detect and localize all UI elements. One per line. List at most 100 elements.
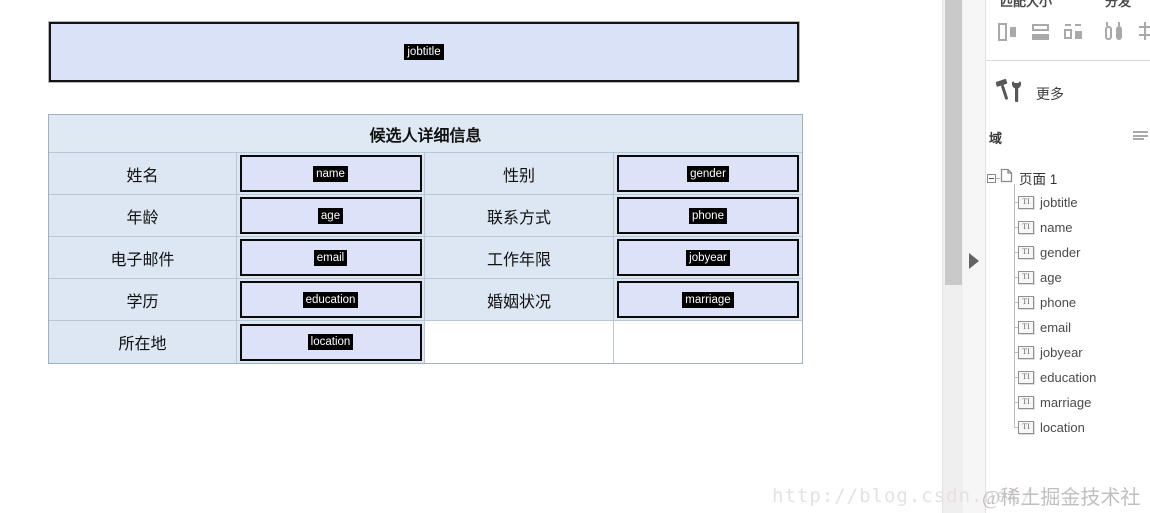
table-row: 姓名 name 性别 gender: [49, 153, 802, 195]
textfield-icon: TI: [1018, 395, 1034, 409]
distribute-horizontal-icon[interactable]: [1105, 22, 1125, 42]
field-token-location[interactable]: location: [307, 334, 354, 350]
label-cell[interactable]: 婚姻状况: [425, 279, 614, 320]
textfield-icon: TI: [1018, 245, 1034, 259]
label-cell[interactable]: 联系方式: [425, 195, 614, 236]
tree-item-label: age: [1040, 269, 1062, 285]
field-token-email[interactable]: email: [313, 249, 348, 266]
label-cell[interactable]: 电子邮件: [49, 237, 237, 278]
label-cell[interactable]: 学历: [49, 279, 237, 320]
field-token-jobyear[interactable]: jobyear: [686, 249, 730, 266]
match-width-icon[interactable]: [998, 22, 1018, 42]
scrollbar-thumb[interactable]: [945, 0, 962, 285]
match-height-icon[interactable]: [1031, 22, 1051, 42]
field-token-name[interactable]: name: [313, 165, 348, 182]
field-box-name[interactable]: name: [239, 155, 422, 192]
field-cell[interactable]: marriage: [614, 279, 802, 320]
textfield-icon: TI: [1018, 270, 1034, 284]
tree-item-label: jobtitle: [1040, 194, 1078, 210]
field-cell[interactable]: email: [237, 237, 425, 278]
vertical-scrollbar[interactable]: [942, 0, 963, 513]
field-token-education[interactable]: education: [302, 291, 359, 308]
tree-node-age[interactable]: TI age: [1014, 269, 1062, 285]
tree-collapse-expander-icon[interactable]: [987, 173, 996, 183]
field-token-jobtitle[interactable]: jobtitle: [404, 44, 444, 60]
field-box-phone[interactable]: phone: [617, 197, 799, 234]
field-cell[interactable]: age: [237, 195, 425, 236]
tree-item-label: education: [1040, 369, 1097, 385]
tree-node-phone[interactable]: TI phone: [1014, 294, 1077, 310]
tree-node-gender[interactable]: TI gender: [1014, 244, 1081, 260]
tree-item-label: jobyear: [1040, 344, 1083, 360]
table-row: 年龄 age 联系方式 phone: [49, 195, 802, 237]
tree-item-label: location: [1040, 419, 1085, 435]
empty-cell[interactable]: [614, 321, 802, 363]
tree-node-email[interactable]: TI email: [1014, 320, 1071, 335]
tree-connector: [996, 177, 1000, 179]
field-token-gender[interactable]: gender: [687, 165, 729, 182]
field-box-jobyear[interactable]: jobyear: [617, 239, 799, 276]
tree-root-label: 页面 1: [1019, 172, 1058, 187]
field-box-marriage[interactable]: marriage: [617, 281, 799, 318]
panel-splitter[interactable]: [963, 0, 986, 513]
tree-node-education[interactable]: TI education: [1014, 369, 1097, 385]
properties-sidebar: 匹配大小 分发: [986, 0, 1150, 513]
report-band-jobtitle[interactable]: jobtitle: [49, 22, 799, 82]
more-button-label: 更多: [1036, 85, 1064, 102]
fields-panel-label: 域: [989, 131, 1003, 146]
sidebar-divider: [986, 60, 1150, 61]
tree-item-label: phone: [1040, 294, 1077, 310]
tree-node-marriage[interactable]: TI marriage: [1014, 394, 1092, 410]
label-cell[interactable]: 性别: [425, 153, 614, 194]
field-box-education[interactable]: education: [239, 281, 422, 318]
label-cell[interactable]: 年龄: [49, 195, 237, 236]
label-cell[interactable]: 工作年限: [425, 237, 614, 278]
field-cell[interactable]: gender: [614, 153, 802, 194]
toolbar-group-label-match-size: 匹配大小: [1000, 0, 1053, 9]
field-box-gender[interactable]: gender: [617, 155, 799, 192]
distribute-vertical-icon[interactable]: [1139, 22, 1150, 42]
textfield-icon: TI: [1018, 195, 1034, 209]
tree-node-jobyear[interactable]: TI jobyear: [1014, 344, 1083, 360]
field-cell[interactable]: location: [237, 321, 425, 363]
field-token-phone[interactable]: phone: [689, 207, 727, 224]
toolbar-group-label-distribute: 分发: [1105, 0, 1132, 9]
page-icon: [1000, 168, 1013, 188]
field-cell[interactable]: name: [237, 153, 425, 194]
collapse-panel-arrow-icon[interactable]: [969, 253, 979, 269]
tree-node-name[interactable]: TI name: [1014, 219, 1073, 235]
juejin-watermark: @稀土掘金技术社区: [982, 487, 1141, 509]
candidate-table[interactable]: 候选人详细信息 姓名 name 性别 gender 年龄 age 联系方式 ph…: [48, 114, 803, 364]
textfield-icon: TI: [1018, 295, 1034, 309]
textfield-icon: TI: [1018, 320, 1034, 334]
tree-item-label: gender: [1040, 244, 1081, 260]
table-row: 电子邮件 email 工作年限 jobyear: [49, 237, 802, 279]
table-row: 所在地 location: [49, 321, 802, 363]
field-cell[interactable]: phone: [614, 195, 802, 236]
tree-node-jobtitle[interactable]: TI jobtitle: [1014, 194, 1078, 210]
field-box-email[interactable]: email: [239, 239, 422, 276]
csdn-watermark: http://blog.csdn.net/: [772, 485, 1034, 507]
fields-menu-icon[interactable]: [1133, 131, 1148, 140]
label-cell[interactable]: 姓名: [49, 153, 237, 194]
field-token-age[interactable]: age: [317, 207, 344, 224]
field-cell[interactable]: education: [237, 279, 425, 320]
tree-connector-line: [1014, 184, 1015, 427]
label-cell[interactable]: 所在地: [49, 321, 237, 363]
field-cell[interactable]: jobyear: [614, 237, 802, 278]
textfield-icon: TI: [1018, 420, 1034, 434]
textfield-icon: TI: [1018, 370, 1034, 384]
tree-node-page-1[interactable]: 页面 1: [986, 168, 1057, 188]
field-box-age[interactable]: age: [239, 197, 422, 234]
more-button[interactable]: 更多: [995, 78, 1064, 109]
table-row: 学历 education 婚姻状况 marriage: [49, 279, 802, 321]
field-token-marriage[interactable]: marriage: [682, 291, 734, 308]
tree-node-location[interactable]: TI location: [1014, 419, 1085, 435]
tree-item-label: marriage: [1040, 394, 1092, 410]
field-box-location[interactable]: location: [239, 323, 422, 361]
textfield-icon: TI: [1018, 220, 1034, 234]
table-title-cell[interactable]: 候选人详细信息: [49, 115, 802, 153]
match-size-icon[interactable]: [1064, 22, 1084, 42]
empty-cell[interactable]: [425, 321, 614, 363]
tree-item-label: name: [1040, 219, 1073, 235]
